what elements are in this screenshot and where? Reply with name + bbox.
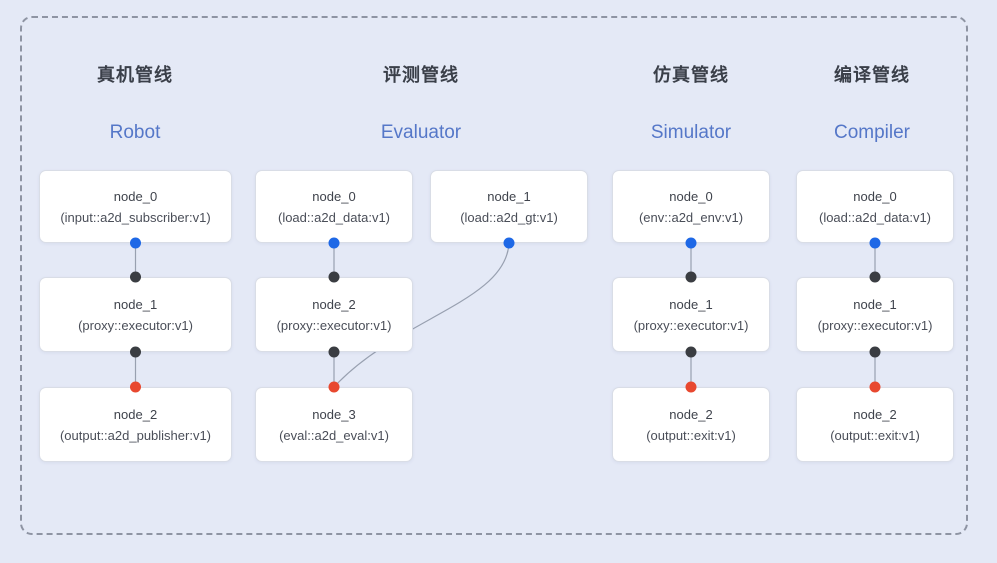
pipeline-title-en-compiler: Compiler [833,122,911,143]
node-type: (load::a2d_data:v1) [818,209,932,225]
pipeline-title-zh-simulator: 仿真管线 [653,65,729,85]
node-type: (proxy::executor:v1) [633,317,749,333]
node-evaluator-node3: node_3 (eval::a2d_eval:v1) [255,387,413,462]
pipeline-title-en-robot: Robot [109,122,161,143]
node-name: node_0 [669,188,713,204]
node-simulator-node0: node_0 (env::a2d_env:v1) [612,170,770,243]
pipeline-title-en-evaluator: Evaluator [380,122,462,143]
node-evaluator-node1: node_1 (load::a2d_gt:v1) [430,170,588,243]
node-type: (output::exit:v1) [646,427,736,443]
pipeline-title-zh-robot: 真机管线 [97,65,173,85]
pipeline-title-zh-evaluator: 评测管线 [383,65,459,85]
node-name: node_1 [487,188,531,204]
node-type: (eval::a2d_eval:v1) [279,427,389,443]
node-name: node_1 [669,296,713,312]
node-name: node_2 [312,296,356,312]
node-evaluator-node0: node_0 (load::a2d_data:v1) [255,170,413,243]
node-simulator-node1: node_1 (proxy::executor:v1) [612,277,770,352]
node-compiler-node0: node_0 (load::a2d_data:v1) [796,170,954,243]
pipeline-title-zh-compiler: 编译管线 [834,65,910,85]
node-name: node_2 [113,406,158,422]
node-name: node_1 [853,296,897,312]
node-type: (input::a2d_subscriber:v1) [60,209,211,225]
dashed-border-frame [20,16,968,535]
node-type: (load::a2d_data:v1) [277,209,391,225]
node-type: (proxy::executor:v1) [817,317,933,333]
node-name: node_0 [853,188,897,204]
node-type: (proxy::executor:v1) [78,317,193,333]
node-compiler-node1: node_1 (proxy::executor:v1) [796,277,954,352]
node-robot-node0: node_0 (input::a2d_subscriber:v1) [39,170,232,243]
node-type: (output::a2d_publisher:v1) [59,427,212,443]
node-name: node_0 [312,188,356,204]
node-name: node_1 [113,296,158,312]
node-robot-node1: node_1 (proxy::executor:v1) [39,277,232,352]
node-name: node_2 [669,406,713,422]
node-evaluator-node2: node_2 (proxy::executor:v1) [255,277,413,352]
node-simulator-node2: node_2 (output::exit:v1) [612,387,770,462]
node-type: (env::a2d_env:v1) [638,209,744,225]
node-compiler-node2: node_2 (output::exit:v1) [796,387,954,462]
node-name: node_2 [853,406,897,422]
node-name: node_3 [312,406,356,422]
node-type: (proxy::executor:v1) [276,317,392,333]
node-type: (load::a2d_gt:v1) [460,209,558,225]
node-type: (output::exit:v1) [830,427,920,443]
node-robot-node2: node_2 (output::a2d_publisher:v1) [39,387,232,462]
node-name: node_0 [113,188,158,204]
pipeline-title-en-simulator: Simulator [650,122,732,143]
